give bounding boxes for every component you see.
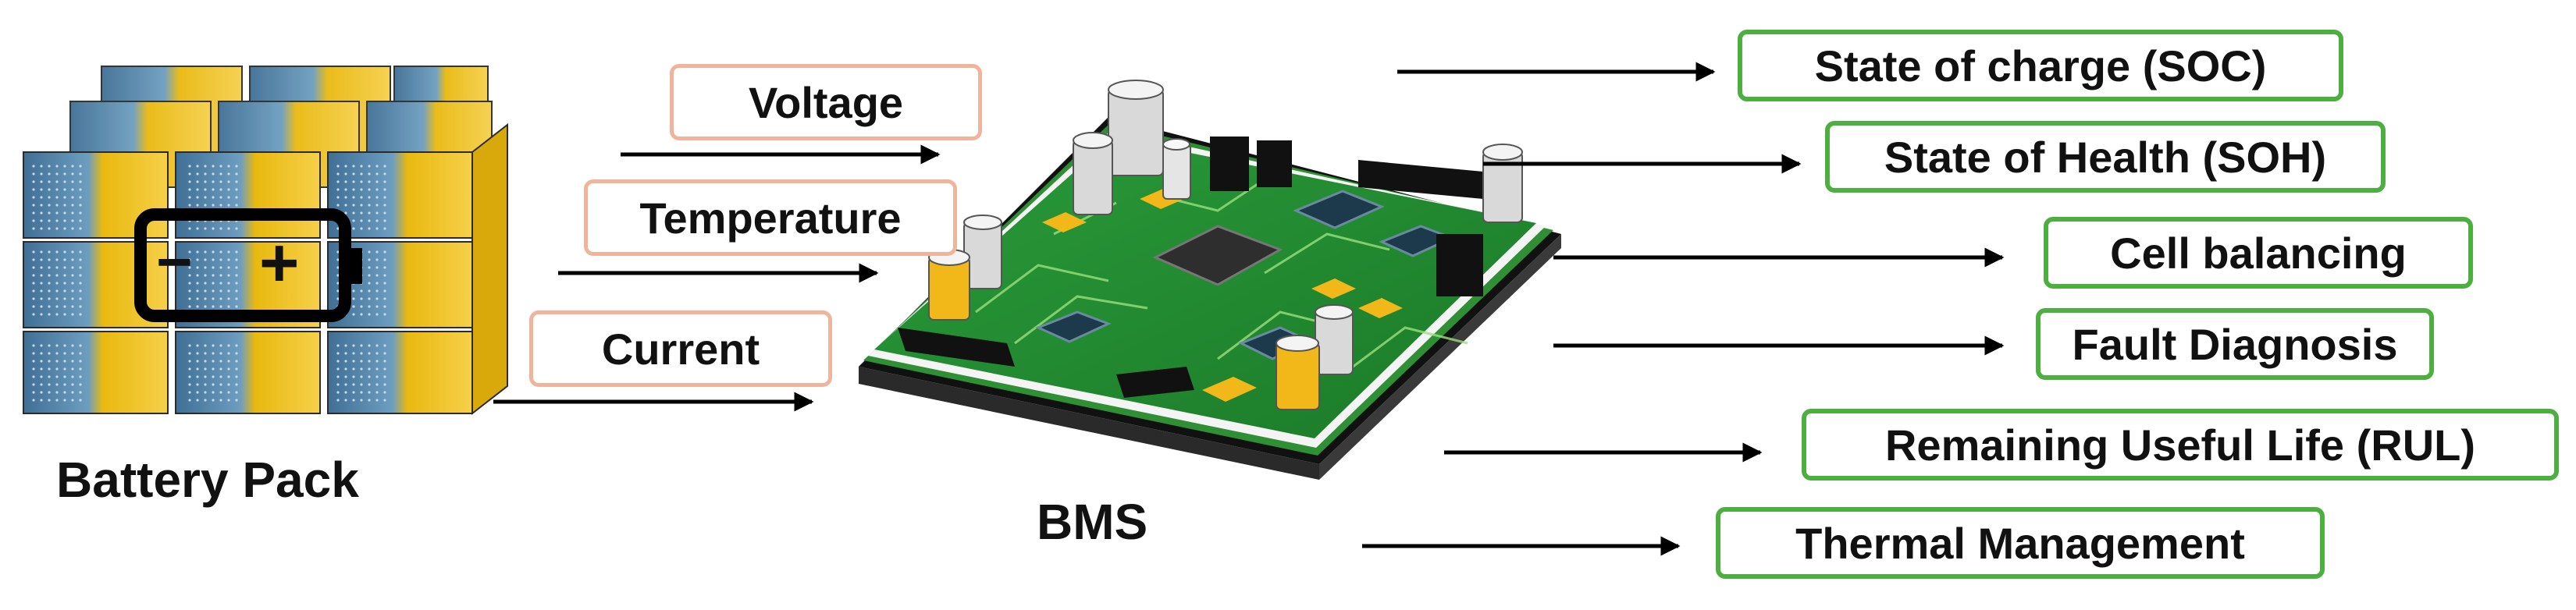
output-soc: State of charge (SOC): [1738, 30, 2343, 101]
input-voltage: Voltage: [670, 64, 982, 140]
input-current: Current: [529, 310, 832, 387]
input-temperature: Temperature: [584, 179, 957, 256]
input-arrows: [493, 144, 941, 412]
output-arrows: [1362, 62, 2005, 556]
battery-icon: [134, 208, 362, 322]
output-rul: Remaining Useful Life (RUL): [1802, 409, 2559, 481]
battery-cells: [23, 66, 508, 416]
battery-pack-label: Battery Pack: [56, 452, 359, 508]
battery-minus-label: −: [156, 227, 193, 296]
output-fault-diagnosis: Fault Diagnosis: [2036, 308, 2434, 380]
output-thermal-management: Thermal Management: [1716, 507, 2325, 579]
bms-label: BMS: [1037, 494, 1148, 550]
battery-plus-label: +: [259, 224, 300, 301]
output-cell-balancing: Cell balancing: [2044, 217, 2473, 289]
output-soh: State of Health (SOH): [1825, 121, 2386, 193]
circuit-board-icon: [859, 80, 1561, 480]
